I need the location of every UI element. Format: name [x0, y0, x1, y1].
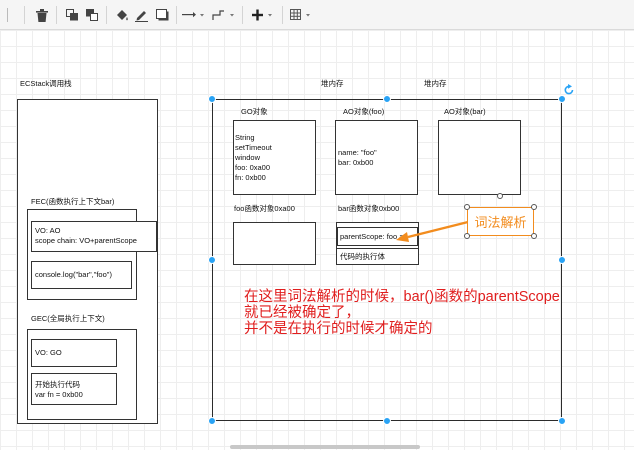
parent-scope-box[interactable]: [337, 227, 418, 246]
fec-vo-label: VO: AO: [35, 226, 61, 235]
selection-handle[interactable]: [383, 95, 391, 103]
heap-title-duplicate: 堆内存: [424, 79, 447, 88]
fec-vo-box[interactable]: [31, 221, 157, 252]
gec-code-line1: 开始执行代码: [35, 380, 80, 389]
resize-handle[interactable]: [531, 204, 537, 210]
bar-func-divider: [337, 248, 418, 249]
bar-func-title: bar函数对象0xb00: [338, 204, 400, 213]
selection-handle[interactable]: [383, 417, 391, 425]
toolbar: [0, 0, 634, 30]
ao-bar-title: AO对象(bar): [444, 107, 486, 116]
toolbar-separator: [56, 6, 57, 24]
callout-box[interactable]: [467, 207, 534, 236]
toolbar-separator: [24, 6, 25, 24]
horizontal-scrollbar[interactable]: [230, 445, 420, 449]
go-line: String: [235, 133, 255, 142]
go-line: fn: 0xb00: [235, 173, 266, 182]
trash-icon[interactable]: [34, 7, 50, 23]
waypoints-icon[interactable]: [212, 7, 236, 23]
gec-vo-box[interactable]: [31, 339, 117, 367]
ao-foo-title: AO对象(foo): [343, 107, 385, 116]
gec-title: GEC(全局执行上下文): [31, 314, 105, 323]
go-line: setTimeout: [235, 143, 272, 152]
ecstack-title: ECStack调用栈: [20, 79, 72, 88]
fec-scope-chain-label: scope chain: VO+parentScope: [35, 236, 137, 245]
ao-bar-box[interactable]: [438, 120, 521, 195]
fec-code-label: console.log("bar","foo"): [35, 270, 112, 279]
resize-handle[interactable]: [464, 233, 470, 239]
connection-point-handle[interactable]: [497, 193, 503, 199]
go-line: window: [235, 153, 261, 162]
selection-handle[interactable]: [558, 417, 566, 425]
foo-func-title: foo函数对象0xa00: [234, 204, 295, 213]
connection-style-icon[interactable]: [182, 7, 206, 23]
gec-code-line2: var fn = 0xb00: [35, 390, 83, 399]
insert-icon[interactable]: [252, 7, 276, 23]
ao-foo-line: name: "foo": [338, 148, 377, 157]
annotation-line: 在这里词法解析的时候，bar()函数的parentScope: [244, 289, 560, 305]
fill-color-icon[interactable]: [114, 7, 130, 23]
to-front-icon[interactable]: [64, 7, 80, 23]
toolbar-separator: [106, 6, 107, 24]
gec-vo-label: VO: GO: [35, 348, 62, 357]
go-line: foo: 0xa00: [235, 163, 271, 172]
shadow-icon[interactable]: [154, 7, 170, 23]
bar-func-code-label: 代码的执行体: [340, 252, 385, 261]
callout-text: 词法解析: [474, 215, 527, 230]
toolbar-separator: [176, 6, 177, 24]
foo-func-box[interactable]: [233, 222, 316, 265]
selection-handle[interactable]: [558, 95, 566, 103]
toolbar-grip-icon: [6, 7, 10, 23]
resize-handle[interactable]: [531, 233, 537, 239]
annotation-line: 并不是在执行的时候才确定的: [244, 321, 433, 337]
arrow-connector[interactable]: [390, 212, 475, 248]
selection-handle[interactable]: [208, 256, 216, 264]
toolbar-separator: [242, 6, 243, 24]
ao-foo-line: bar: 0xb00: [338, 158, 374, 167]
resize-handle[interactable]: [464, 204, 470, 210]
rotate-icon[interactable]: [563, 84, 575, 96]
fec-code-box[interactable]: [31, 261, 132, 289]
gec-code-box[interactable]: [31, 373, 117, 405]
ao-foo-box[interactable]: [335, 120, 418, 195]
selection-handle[interactable]: [208, 417, 216, 425]
selection-handle[interactable]: [558, 256, 566, 264]
go-box[interactable]: [233, 120, 316, 195]
toolbar-separator: [282, 6, 283, 24]
heap-title: 堆内存: [321, 79, 344, 88]
annotation-line: 就已经被确定了，: [244, 305, 360, 321]
go-title: GO对象: [241, 107, 268, 116]
selection-handle[interactable]: [208, 95, 216, 103]
line-color-icon[interactable]: [133, 7, 149, 23]
fec-title: FEC(函数执行上下文bar): [31, 197, 115, 206]
to-back-icon[interactable]: [84, 7, 100, 23]
table-icon[interactable]: [290, 7, 314, 23]
